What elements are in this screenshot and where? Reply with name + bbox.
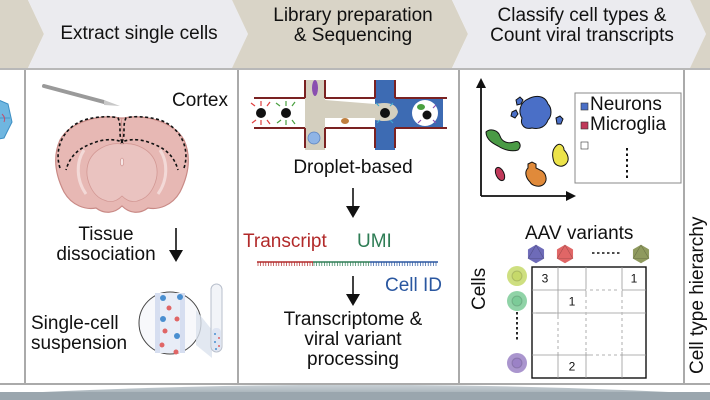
header-chevron-next	[690, 0, 710, 68]
matrix-cell-value: 1	[631, 272, 638, 286]
cluster-microglia	[494, 166, 506, 182]
test-tube-icon	[210, 283, 223, 353]
legend-swatch-other	[580, 141, 589, 150]
magnified-cell-suspension	[138, 291, 212, 358]
legend-label-neurons: Neurons	[590, 94, 662, 115]
single-cell-suspension-line1: Single-cell	[31, 313, 119, 334]
aav-variant-hexagon-icon	[632, 244, 650, 264]
step-title-extract-label: Extract single cells	[60, 23, 218, 44]
cluster-orange	[525, 161, 547, 187]
tissue-dissociation-line2: dissociation	[56, 244, 156, 265]
step-title-classify-line1: Classify cell types &	[497, 5, 667, 26]
cluster-legend	[574, 92, 682, 184]
header-chevron-classify	[452, 0, 706, 68]
matrix-title: AAV variants	[525, 223, 634, 244]
processing-label: Transcriptome & viral variant processing	[248, 310, 458, 370]
arrow-down-icon	[346, 188, 360, 218]
coronal-brain-slice	[55, 115, 189, 213]
embedding-axes	[476, 78, 576, 201]
step-title-library: Library preparation & Sequencing	[248, 6, 458, 46]
matrix-row-label: Cells	[469, 267, 490, 310]
header-chevron-extract	[28, 0, 248, 68]
cell-icons	[507, 266, 527, 373]
step-title-extract: Extract single cells	[44, 24, 234, 44]
header-chevron-library	[232, 0, 468, 68]
arrow-down-icon	[169, 228, 183, 262]
step-title-library-line2: & Sequencing	[293, 25, 413, 46]
step-title-library-line1: Library preparation	[273, 5, 433, 26]
aav-variant-hexagon-icon	[527, 244, 545, 264]
cell-id-label: Cell ID	[385, 275, 443, 296]
cell-type-hierarchy-label: Cell type hierarchy	[687, 216, 708, 374]
umi-label: UMI	[357, 231, 392, 252]
aav-variant-icons	[527, 244, 650, 264]
cortex-label: Cortex	[172, 90, 228, 111]
matrix-cell-value: 1	[569, 295, 576, 309]
cluster-green	[485, 129, 521, 152]
aav-capsid-icon	[0, 100, 13, 140]
microfluidic-chip	[250, 80, 447, 150]
matrix-cell-value: 2	[569, 360, 576, 374]
tissue-dissociation-label: Tissue dissociation	[56, 225, 156, 265]
step-title-classify: Classify cell types & Count viral transc…	[462, 6, 702, 46]
legend-label-microglia: Microglia	[590, 114, 667, 135]
single-cell-suspension-label: Single-cell suspension	[31, 314, 127, 354]
processing-line3: processing	[307, 349, 399, 370]
step-title-classify-line2: Count viral transcripts	[490, 25, 674, 46]
transcript-label: Transcript	[243, 231, 327, 252]
sequencing-read	[257, 261, 438, 266]
tissue-dissociation-line1: Tissue	[78, 224, 134, 245]
legend-swatch-neurons	[580, 102, 589, 111]
matrix-cell-value: 3	[542, 272, 549, 286]
single-cell-suspension-line2: suspension	[31, 333, 128, 354]
cluster-neurons	[519, 95, 552, 129]
processing-line2: viral variant	[304, 329, 402, 350]
aav-variant-hexagon-icon	[556, 244, 574, 264]
arrow-down-icon	[346, 276, 360, 306]
processing-line1: Transcriptome &	[283, 309, 423, 330]
legend-swatch-microglia	[580, 121, 589, 130]
droplet-based-label: Droplet-based	[293, 157, 413, 178]
cluster-yellow	[552, 143, 569, 167]
cell-clusters	[485, 95, 569, 187]
scalpel-icon	[42, 84, 120, 106]
header-chevron-prev	[0, 0, 44, 68]
count-matrix: 3 1 1 2	[531, 266, 647, 379]
